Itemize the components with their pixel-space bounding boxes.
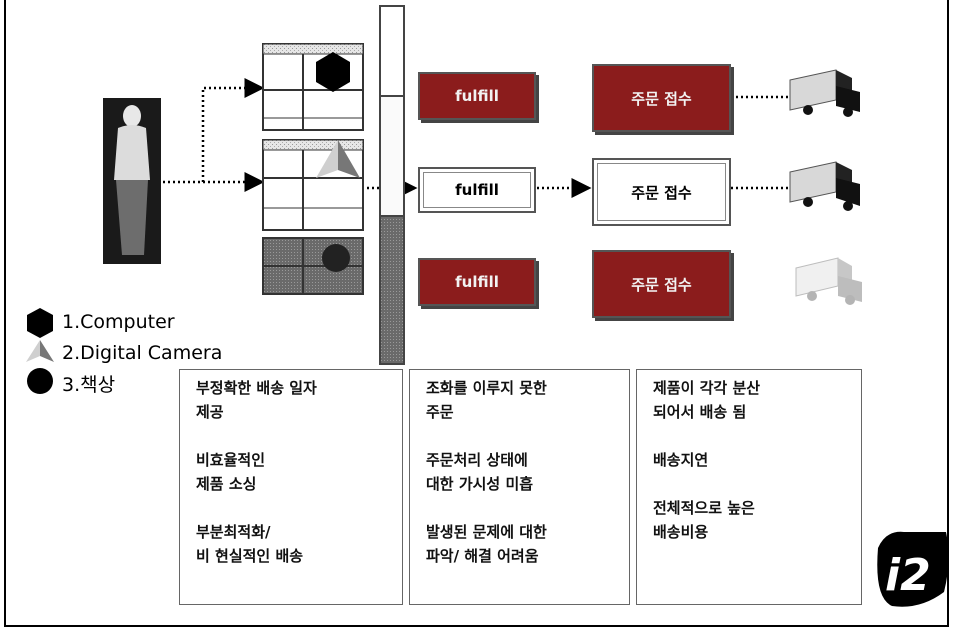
- legend-hexagon-icon: [27, 308, 53, 338]
- fulfill-box-3: fulfill: [418, 258, 536, 306]
- slide-frame: [4, 0, 949, 627]
- svg-text:i2: i2: [885, 550, 931, 601]
- issue-column-3: 제품이 각각 분산 되어서 배송 됨 배송지연 전체적으로 높은 배송비용: [636, 369, 862, 605]
- issue-text: 배송지연: [653, 451, 709, 469]
- issue-text: 부정확한 배송 일자 제공: [196, 379, 317, 421]
- legend-label-digital-camera: 2.Digital Camera: [62, 342, 223, 364]
- connectors: [163, 78, 790, 198]
- issue-text: 제품이 각각 분산 되어서 배송 됨: [653, 379, 761, 421]
- desk-circle-icon: [322, 244, 350, 272]
- truck-icon-2: [789, 161, 860, 211]
- legend-pyramid-icon: [26, 340, 54, 362]
- issue-text: 전체적으로 높은 배송비용: [653, 499, 755, 541]
- camera-pyramid-icon: [338, 140, 360, 178]
- computer-hexagon-icon: [316, 52, 350, 92]
- issue-column-2: 조화를 이루지 못한 주문 주문처리 상태에 대한 가시성 미흡 발생된 문제에…: [409, 369, 630, 605]
- fulfill-box-2: fulfill: [418, 167, 536, 213]
- store-window-3: [262, 237, 364, 295]
- issue-text: 발생된 문제에 대한 파악/ 해결 어려움: [426, 523, 547, 565]
- store-window-1: [262, 43, 364, 131]
- issue-text: 부분최적화/ 비 현실적인 배송: [196, 523, 304, 565]
- issue-text: 비효율적인 제품 소싱: [196, 451, 266, 493]
- i2-logo: i2: [877, 531, 949, 607]
- issue-text: 주문처리 상태에 대한 가시성 미흡: [426, 451, 534, 493]
- legend-circle-icon: [27, 368, 53, 394]
- store-window-2: [262, 139, 364, 231]
- legend-label-desk: 3.책상: [62, 374, 116, 396]
- truck-icon-1: [789, 69, 860, 117]
- issue-column-1: 부정확한 배송 일자 제공 비효율적인 제품 소싱 부분최적화/ 비 현실적인 …: [179, 369, 403, 605]
- truck-icon-3: [795, 257, 862, 305]
- order-received-box-1: 주문 접수: [592, 64, 731, 132]
- person-figure: [103, 98, 161, 264]
- legend-label-computer: 1.Computer: [62, 311, 175, 333]
- fulfill-box-1: fulfill: [418, 72, 536, 120]
- order-received-box-2: 주문 접수: [592, 158, 731, 226]
- order-received-box-3: 주문 접수: [592, 250, 731, 318]
- issue-text: 조화를 이루지 못한 주문: [426, 379, 547, 421]
- vertical-divider-bar: [379, 5, 405, 365]
